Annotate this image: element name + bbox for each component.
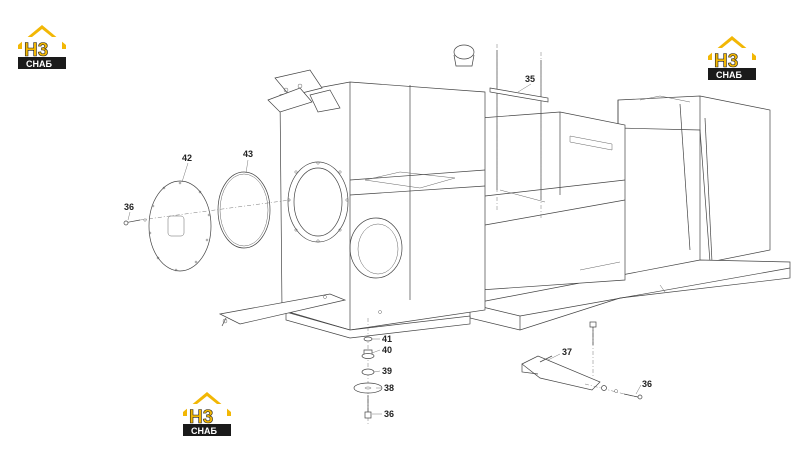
logo-subtext: CHAБ <box>716 70 742 80</box>
logo-top-right: H3 CHAБ <box>708 36 756 80</box>
logo-top-left: H3 CHAБ <box>18 25 66 69</box>
callout-36-bottom: 36 <box>384 409 394 419</box>
bolt-36-right <box>584 383 643 400</box>
gasket-43 <box>217 171 271 249</box>
callout-43: 43 <box>243 149 253 159</box>
callout-35: 35 <box>525 74 535 84</box>
hardware-stack-bottom <box>353 318 383 425</box>
cover-plate-42 <box>148 180 212 272</box>
logo-letters: H3 <box>714 51 738 72</box>
logo-subtext: CHAБ <box>26 59 52 69</box>
callout-42: 42 <box>182 153 192 163</box>
bolt-36-left <box>123 199 291 226</box>
logo-subtext: CHAБ <box>191 426 217 436</box>
frame-assembly <box>218 44 791 339</box>
callout-36-left: 36 <box>124 202 134 212</box>
leader-lines <box>127 83 642 415</box>
callout-36-right: 36 <box>642 379 652 389</box>
logo-letters: H3 <box>189 407 213 428</box>
callout-39: 39 <box>382 366 392 376</box>
callout-40: 40 <box>382 345 392 355</box>
logo-bottom-left: H3 CHAБ <box>183 392 231 436</box>
callout-41: 41 <box>382 334 392 344</box>
callout-37: 37 <box>562 347 572 357</box>
bolt-ring <box>287 161 349 243</box>
callout-labels: 35 42 43 36 41 40 39 38 36 37 36 <box>124 74 652 419</box>
bracket-37 <box>521 321 601 391</box>
callout-38: 38 <box>384 383 394 393</box>
logo-letters: H3 <box>24 40 48 61</box>
